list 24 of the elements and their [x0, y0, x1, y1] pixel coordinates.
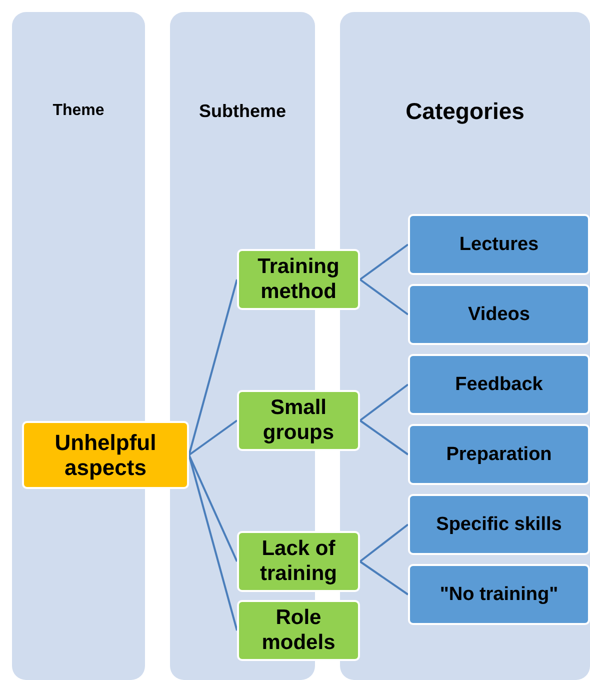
- category-box: Preparation: [408, 424, 590, 485]
- connector-line: [188, 454, 238, 631]
- connector-line: [359, 420, 409, 456]
- subtheme-box: Small groups: [237, 390, 360, 451]
- subtheme-box: Role models: [237, 600, 360, 661]
- connector-line: [188, 279, 238, 456]
- connector-line: [359, 524, 409, 562]
- category-box: "No training": [408, 564, 590, 625]
- subtheme-box: Training method: [237, 249, 360, 310]
- column-heading: Subtheme: [198, 101, 287, 122]
- connector-line: [359, 278, 409, 316]
- category-box: Feedback: [408, 354, 590, 415]
- connector-line: [359, 560, 409, 596]
- subtheme-box: Lack of training: [237, 531, 360, 592]
- column-heading: Categories: [404, 98, 526, 126]
- category-box: Videos: [408, 284, 590, 345]
- theme-box: Unhelpful aspects: [22, 421, 189, 489]
- connector-line: [359, 244, 409, 280]
- connector-line: [188, 420, 238, 456]
- connector-line: [188, 454, 238, 562]
- column-heading: Theme: [52, 102, 106, 120]
- connector-line: [359, 384, 409, 422]
- category-box: Lectures: [408, 214, 590, 275]
- category-box: Specific skills: [408, 494, 590, 555]
